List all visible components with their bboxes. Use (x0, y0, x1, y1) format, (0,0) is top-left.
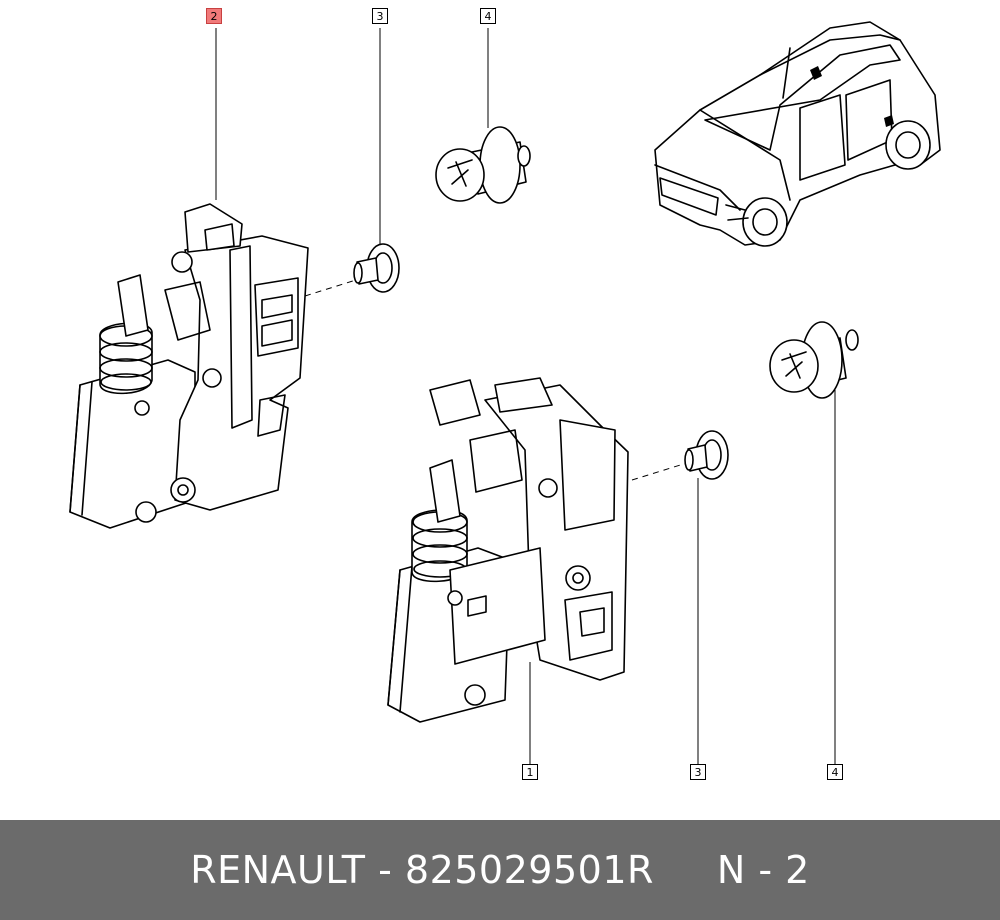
footer-spacer-2 (392, 848, 405, 892)
footer-bar: RENAULT - 825029501R N - 2 (0, 820, 1000, 920)
callout-part-3: 3 (372, 8, 388, 24)
footer-separator: - (378, 848, 393, 892)
exploded-parts-diagram (69, 21, 941, 764)
bolt-large-upper (435, 126, 531, 204)
footer-part-number: 825029501R (404, 848, 654, 892)
footer-gap (654, 848, 717, 892)
footer-brand: RENAULT (190, 848, 366, 892)
callout-part-4-lower: 4 (827, 764, 843, 780)
vehicle-illustration (654, 21, 941, 247)
callout-part-3-lower: 3 (690, 764, 706, 780)
leader-lines (215, 28, 836, 764)
door-lock-actuator-upper (69, 203, 309, 529)
bolt-large-lower (769, 321, 859, 399)
door-lock-actuator-lower (387, 377, 629, 723)
screw-small-upper (353, 243, 400, 293)
callout-part-4: 4 (480, 8, 496, 24)
footer-position: N - 2 (716, 848, 810, 892)
callout-part-2: 2 (206, 8, 222, 24)
screw-small-lower (684, 430, 729, 480)
callout-part-1: 1 (522, 764, 538, 780)
footer-spacer-1 (366, 848, 379, 892)
